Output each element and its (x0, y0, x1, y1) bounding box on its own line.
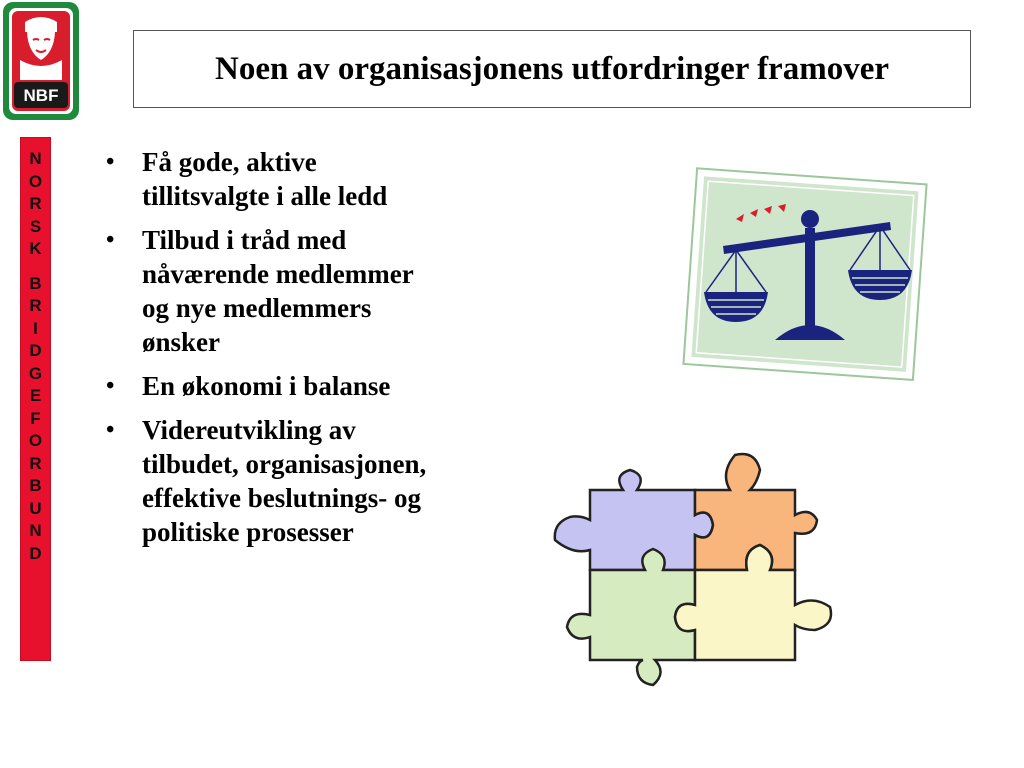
strip-letter: D (29, 543, 42, 563)
strip-letter: R (29, 453, 42, 473)
strip-letter: N (29, 521, 42, 540)
logo-text: NBF (24, 86, 59, 105)
nbf-logo: NBF (0, 0, 82, 122)
bullet-dot-icon: • (106, 149, 115, 175)
bullet-item: • Videreutvikling av tilbudet, organisas… (100, 413, 520, 549)
strip-letter: B (29, 273, 42, 293)
bullet-line: nåværende medlemmer (142, 259, 414, 289)
balance-scale-icon (682, 167, 928, 381)
strip-letter: E (29, 386, 42, 405)
strip-letter: I (33, 318, 38, 338)
bullet-line: Få gode, aktive (142, 147, 317, 177)
bullet-dot-icon: • (106, 227, 115, 253)
bullet-line: tilbudet, organisasjonen, (142, 449, 427, 479)
scale-picture (668, 162, 938, 387)
bullet-line: En økonomi i balanse (142, 371, 391, 401)
strip-letter: R (29, 296, 42, 315)
strip-letter: R (29, 194, 42, 213)
bullet-item: • En økonomi i balanse (100, 369, 520, 403)
bullet-line: ønsker (142, 327, 221, 357)
strip-letter: F (30, 408, 41, 428)
bullet-line: politiske prosesser (142, 517, 354, 547)
strip-letter: O (28, 171, 43, 191)
puzzle-picture (545, 445, 845, 695)
bullet-dot-icon: • (106, 373, 115, 399)
bullet-list: • Få gode, aktive tillitsvalgte i alle l… (100, 145, 520, 559)
bullet-item: • Få gode, aktive tillitsvalgte i alle l… (100, 145, 520, 213)
bullet-line: Videreutvikling av (142, 415, 356, 445)
puzzle-pieces-icon (553, 452, 833, 687)
bullet-line: Tilbud i tråd med (142, 225, 347, 255)
strip-letter: B (29, 476, 42, 495)
strip-letter: O (28, 431, 43, 450)
bullet-line: effektive beslutnings- og (142, 483, 421, 513)
strip-letter: N (29, 149, 42, 168)
strip-letter: G (28, 363, 43, 383)
title-box: Noen av organisasjonens utfordringer fra… (133, 30, 971, 108)
strip-letter: U (29, 498, 42, 518)
strip-letter: D (29, 341, 42, 360)
side-strip: N O R S K B R I D G E F O R B U N D (20, 137, 51, 661)
slide-title: Noen av organisasjonens utfordringer fra… (215, 50, 889, 87)
jack-of-spades-logo-icon: NBF (3, 2, 79, 120)
strip-letter: K (29, 239, 42, 258)
bullet-dot-icon: • (106, 417, 115, 443)
bullet-item: • Tilbud i tråd med nåværende medlemmer … (100, 223, 520, 359)
strip-letter: S (29, 216, 42, 236)
bullet-line: tillitsvalgte i alle ledd (142, 181, 388, 211)
bullet-line: og nye medlemmers (142, 293, 372, 323)
